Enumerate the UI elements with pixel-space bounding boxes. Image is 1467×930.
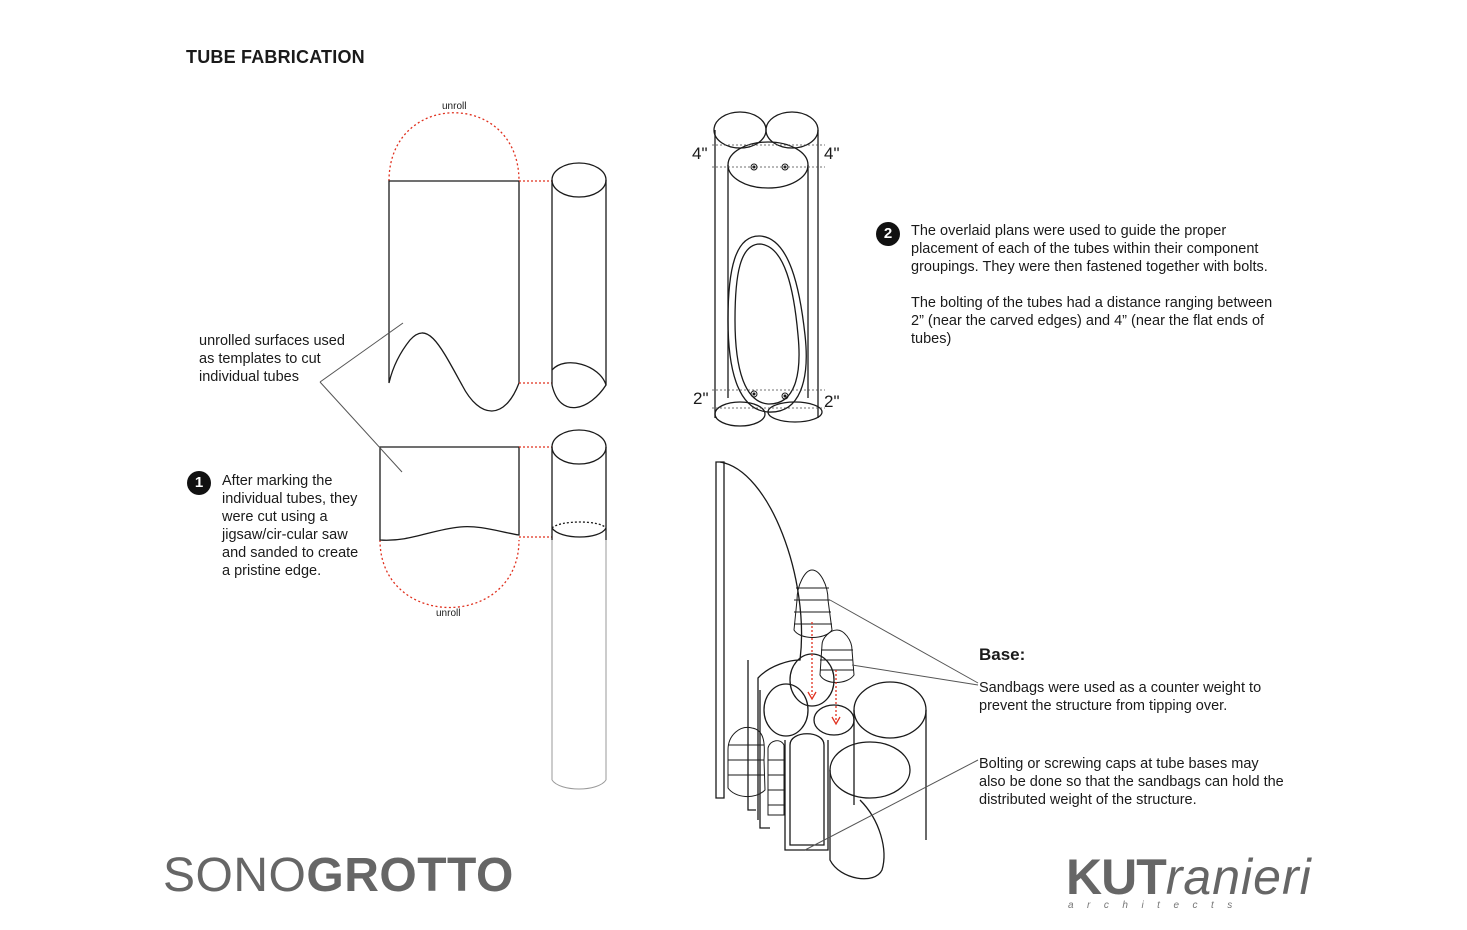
tall-panel (715, 461, 725, 799)
dim-2-right: 2" (824, 392, 840, 411)
tube-bottom-rim (551, 429, 607, 465)
unroll-label-bottom: unroll (436, 608, 461, 619)
step-1-text: After marking the individual tubes, they… (222, 473, 359, 579)
step-2-paragraph-1: The overlaid plans were used to guide th… (911, 223, 1268, 275)
kutranieri-logo: KUTranieri (1066, 849, 1312, 905)
unrolled-template-top (388, 180, 520, 412)
step-2-text: The overlaid plans were used to guide th… (911, 222, 1296, 348)
unrolled-surfaces-note: unrolled surfaces used as templates to c… (199, 333, 345, 385)
tube-top-rim (551, 162, 607, 198)
tube-cut-edge (551, 362, 607, 409)
unrolled-template-bottom (379, 446, 520, 541)
sonogrotto-logo: SONOGROTTO (163, 849, 514, 902)
sandbag-middle (819, 629, 855, 683)
step-2-paragraph-2: The bolting of the tubes had a distance … (911, 295, 1273, 347)
plan-main-tube-top (727, 141, 809, 189)
kutranieri-subtitle: architects (1068, 900, 1246, 911)
step-1-badge: 1 (187, 471, 211, 495)
unroll-arc-top (388, 112, 520, 182)
unroll-arc-bottom (379, 539, 520, 609)
dim-2-left: 2" (693, 389, 709, 408)
dim-4-left: 4" (692, 144, 708, 163)
base-note-bolting: Bolting or screwing caps at tube bases m… (979, 756, 1284, 808)
step-2-badge: 2 (876, 222, 900, 246)
page-title: TUBE FABRICATION (186, 47, 365, 67)
sandbag-top (793, 569, 833, 638)
sandbag-left (727, 726, 766, 797)
base-heading: Base: (979, 645, 1026, 664)
unroll-label-top: unroll (442, 101, 467, 112)
dim-4-right: 4" (824, 144, 840, 163)
base-note-sandbags: Sandbags were used as a counter weight t… (979, 680, 1262, 714)
